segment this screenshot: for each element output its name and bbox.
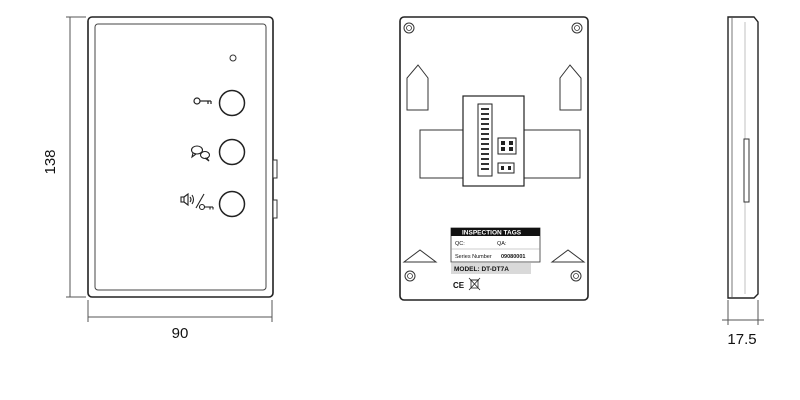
talk-button[interactable] [218, 138, 246, 166]
side-notch-upper [272, 159, 278, 179]
height-dimension [66, 16, 86, 298]
back-view: INSPECTION TAGS QC: QA: Series Number 09… [399, 16, 589, 301]
model-label: MODEL: DT-DT7A [454, 266, 509, 273]
unlock-button[interactable] [218, 89, 246, 117]
series-number-label: Series Number [455, 254, 492, 260]
mounting-clip-top-right [559, 64, 582, 111]
screw-hole-bottom-left [404, 270, 416, 282]
dip-switch [497, 137, 517, 155]
qc-label: QC: [455, 241, 465, 247]
side-slot [743, 138, 750, 203]
key-icon [193, 97, 212, 105]
depth-dimension [722, 300, 764, 325]
width-label: 90 [172, 325, 189, 342]
qa-label: QA: [497, 241, 507, 247]
status-led [229, 54, 237, 62]
screw-hole-bottom-right [570, 270, 582, 282]
mounting-bar-right [523, 129, 581, 179]
terminal-pins [481, 108, 489, 170]
mounting-clip-top-left [406, 64, 429, 111]
speaker-key-icon [180, 192, 214, 211]
side-view: 17.5 [722, 16, 764, 348]
chat-icon [190, 145, 211, 162]
front-panel [94, 23, 267, 291]
series-number-value: 09080001 [501, 254, 525, 260]
side-housing [727, 16, 759, 299]
monitor-button[interactable] [218, 190, 246, 218]
width-dimension [87, 300, 273, 322]
weee-bin-icon [468, 277, 481, 291]
side-notch-lower [272, 199, 278, 219]
mounting-bar-left [419, 129, 465, 179]
mounting-clip-bottom-right [550, 249, 586, 263]
jumper-connector [497, 162, 515, 174]
ce-mark: CE [453, 281, 465, 290]
depth-label: 17.5 [727, 331, 756, 348]
inspection-tag-title: INSPECTION TAGS [462, 230, 522, 237]
front-view: 138 90 [42, 16, 278, 342]
inspection-tag: INSPECTION TAGS QC: QA: Series Number 09… [450, 227, 541, 291]
mounting-clip-bottom-left [402, 249, 438, 263]
screw-hole-top-right [571, 22, 583, 34]
screw-hole-top-left [403, 22, 415, 34]
height-label: 138 [42, 149, 59, 174]
dip-switch-knobs [501, 141, 513, 151]
